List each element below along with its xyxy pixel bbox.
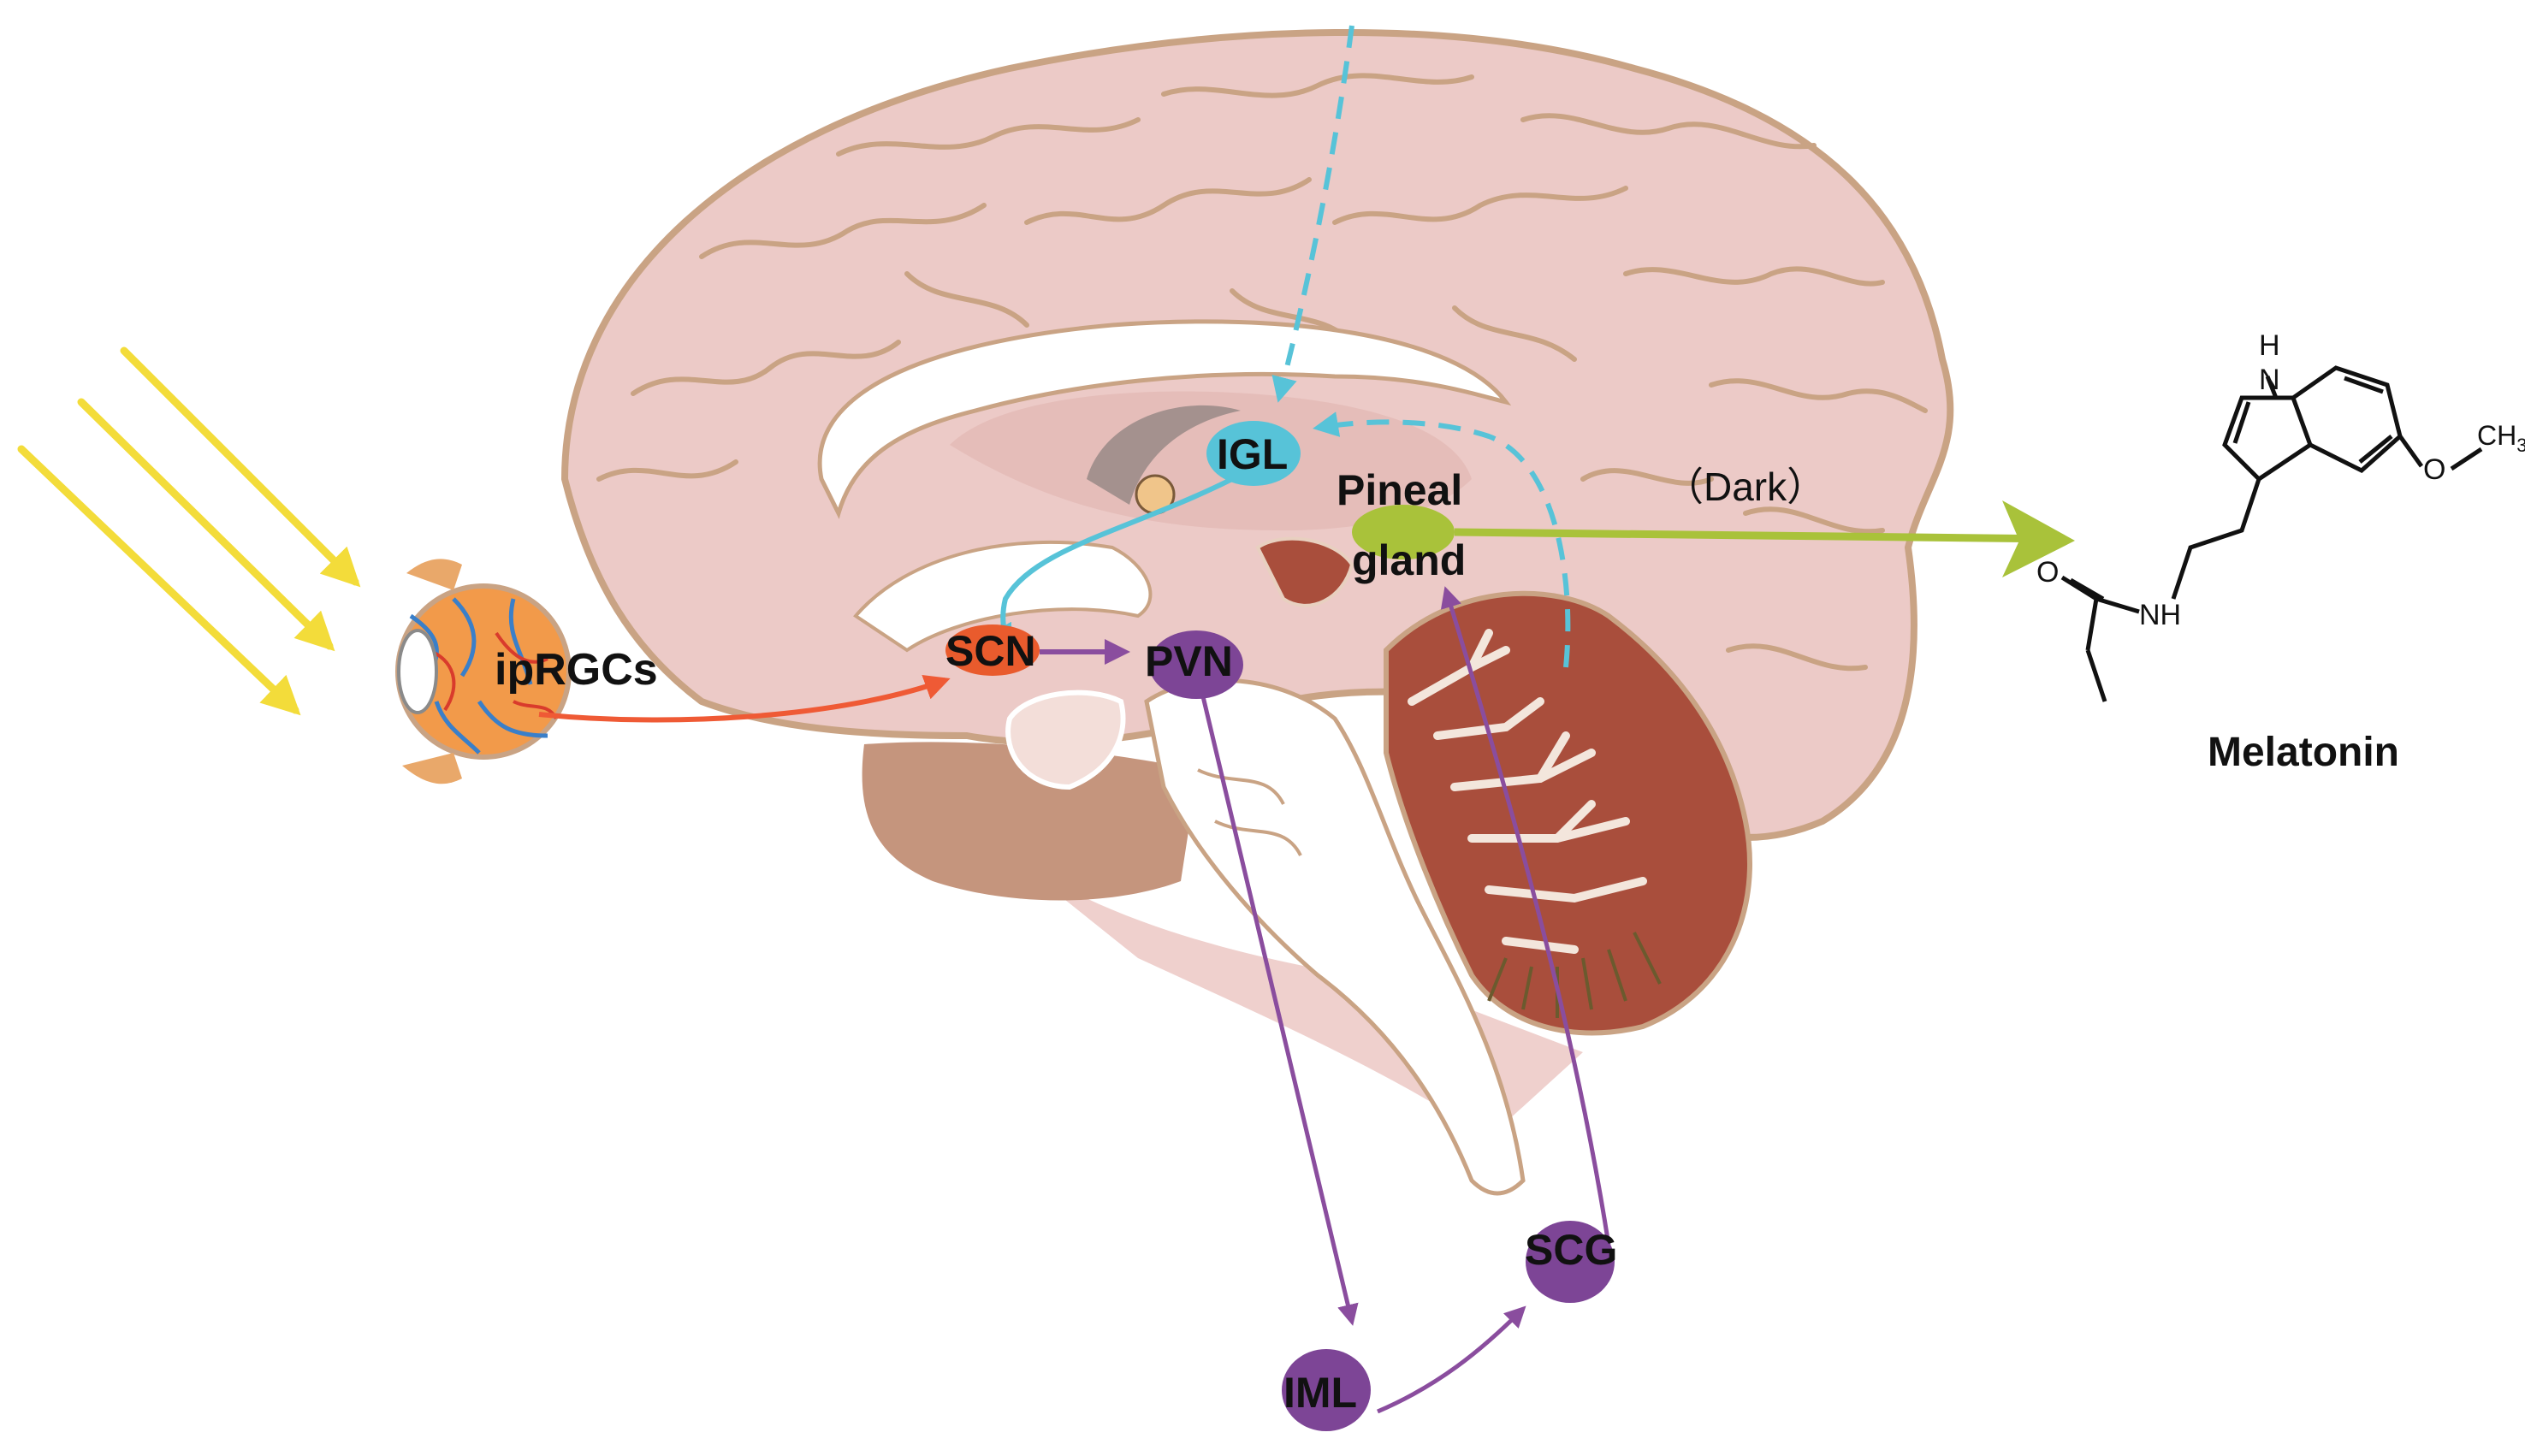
igl-to-scn-path [988,476,1234,651]
label-scn: SCN [945,627,1036,675]
label-iml: IML [1283,1369,1357,1417]
cerebellum [1384,590,1752,1036]
atom-o-carbonyl: O [2036,556,2059,589]
atom-ch3: CH3 [2477,420,2525,456]
melatonin-output-path [1454,528,2063,543]
label-pineal-line1: Pineal [1337,466,1462,514]
iml-to-scg-path [1377,1305,1526,1414]
label-pineal-line2: gland [1352,536,1466,584]
igl-dashed-input-top [1271,25,1354,403]
sun-rays-icon [17,346,361,716]
melatonin-structure-icon [2060,365,2483,702]
atom-h: H [2259,329,2280,362]
pituitary [1005,690,1126,790]
gyri-lines [596,73,1928,672]
eye-icon [395,559,572,784]
fornix-arc [1087,405,1241,505]
brainstem [1144,678,1526,1196]
atom-n-ring: N [2259,364,2280,396]
igl-node [1206,421,1301,486]
label-iprgcs: ipRGCs [495,645,658,695]
tectum [1255,536,1354,607]
arbor-vitae [1408,629,1647,954]
atom-o-methoxy: O [2423,453,2445,486]
label-melatonin: Melatonin [2208,730,2399,775]
pvn-to-iml-path [1200,692,1359,1326]
scg-node [1526,1221,1615,1303]
pineal-gland-node [1352,505,1455,559]
pons-lines [1197,768,1302,856]
corpus-callosum [817,319,1512,519]
atom-nh: NH [2139,599,2181,631]
basal-region [862,742,1198,901]
label-pvn: PVN [1145,637,1233,685]
hypothalamus-white [853,540,1153,653]
melatonin-output-arrowhead [2002,500,2075,577]
pvn-node [1149,630,1243,699]
brain-sagittal-icon [560,29,1954,1196]
label-scg: SCG [1525,1226,1617,1274]
scn-node [945,624,1040,676]
scg-to-pineal-path [1440,586,1611,1246]
retinohypothalamic-tract [538,675,951,723]
iml-node [1282,1349,1371,1431]
label-igl: IGL [1217,430,1288,478]
label-dark: （Dark） [1664,465,1826,509]
igl-dashed-input-back [1313,411,1571,668]
